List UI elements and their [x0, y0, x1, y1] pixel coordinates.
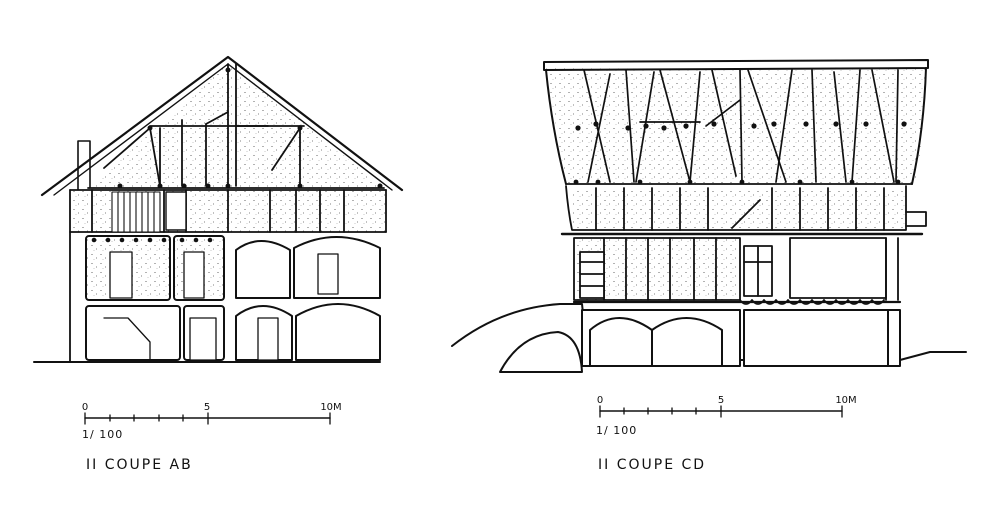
ground-floor-left-rooms — [85, 235, 225, 361]
timber-pegs-ab — [117, 67, 383, 189]
attic-pegs — [573, 121, 907, 185]
attic-outline — [545, 67, 927, 185]
upper-floor-plaster-cd — [572, 188, 906, 230]
scale-ratio: 1/ 100 — [82, 428, 123, 441]
scalloped-joists — [739, 299, 885, 305]
cellar-cd — [581, 309, 901, 367]
scale-label-10m: 10M — [320, 402, 341, 413]
scale-label-0: 0 — [597, 395, 603, 406]
upper-floor-frame-cd — [560, 185, 927, 236]
vaulted-rooms-ab — [235, 236, 381, 361]
scale-label-5: 5 — [204, 402, 210, 413]
roof-eave — [543, 59, 929, 71]
section-title-ab: II COUPE AB — [86, 457, 193, 473]
section-title-cd: II COUPE CD — [598, 457, 706, 473]
beam-ends-ab — [91, 237, 213, 243]
scale-label-5: 5 — [718, 395, 724, 406]
cellar-vault-left — [499, 331, 583, 373]
scale-bar-cd: 0 5 10M 1/ 100 — [596, 395, 857, 437]
upper-door-opening — [165, 191, 187, 231]
scale-label-0: 0 — [82, 402, 88, 413]
scale-ratio: 1/ 100 — [596, 424, 637, 437]
planked-door — [111, 191, 161, 233]
section-ab-drawing — [33, 55, 404, 363]
attic-plaster — [546, 66, 926, 184]
gable-timber-frame — [87, 63, 385, 189]
scale-label-10m: 10M — [835, 395, 856, 406]
section-cd-drawing — [451, 59, 967, 373]
scale-bar-ab: 0 5 10M 1/ 100 — [82, 402, 342, 441]
ground-floor-frame-cd — [573, 237, 899, 301]
roof-outline — [40, 55, 404, 197]
